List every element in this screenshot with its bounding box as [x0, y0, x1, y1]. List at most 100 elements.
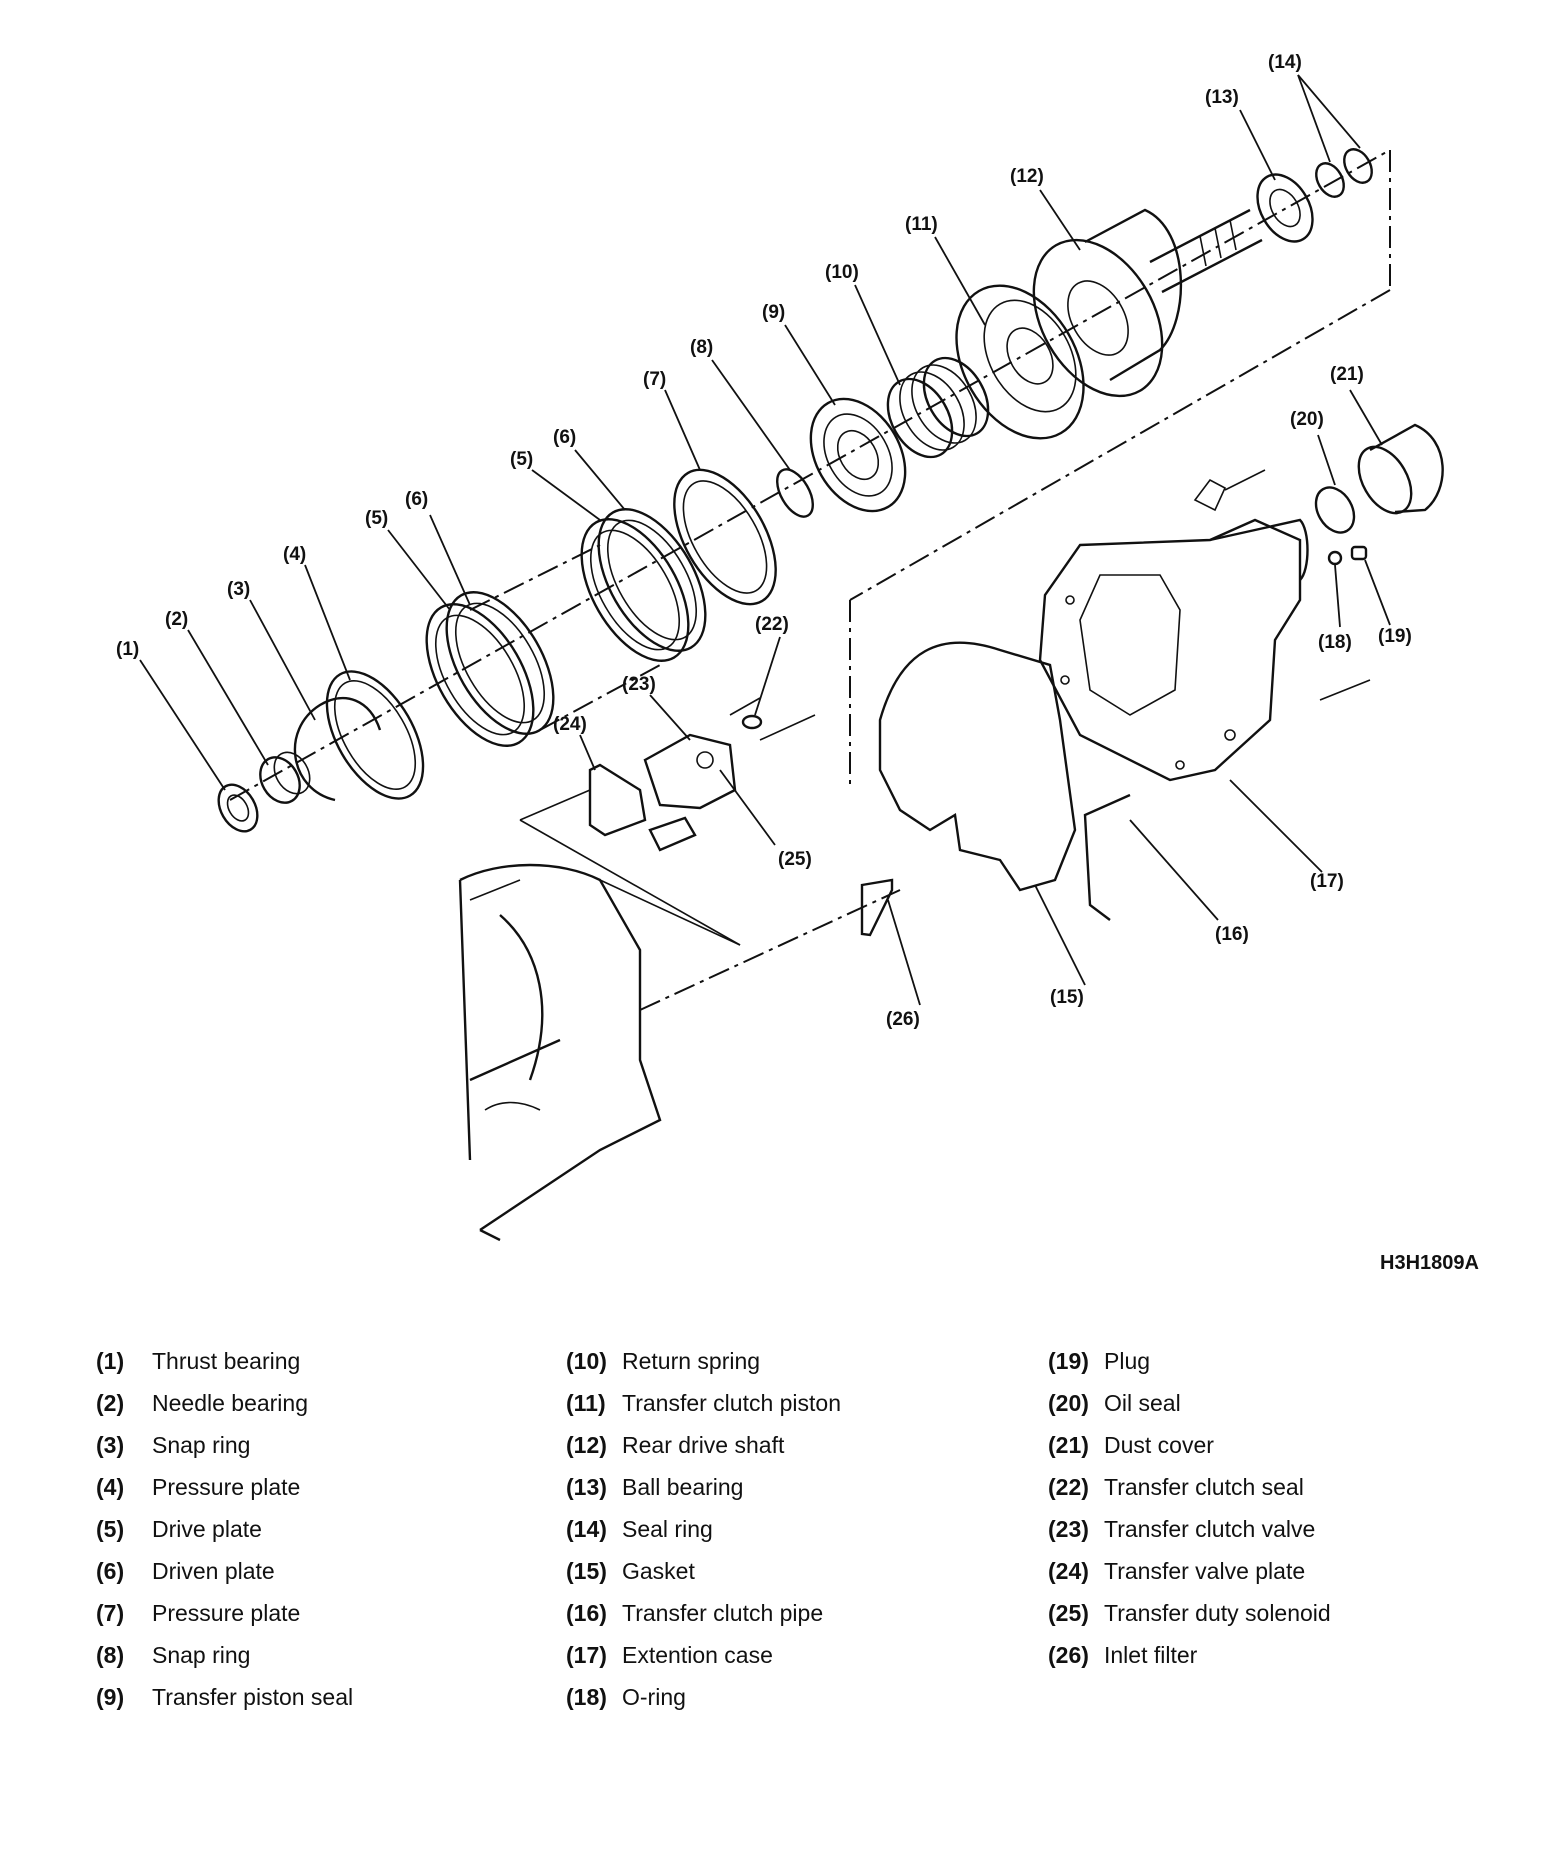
dust-cover [1357, 423, 1444, 515]
thrust-bearing [217, 783, 259, 833]
legend-item: (13)Ball bearing [566, 1474, 1036, 1516]
leader-lines [139, 74, 1391, 1006]
legend-item-number: (2) [96, 1390, 125, 1416]
transfer-duty-solenoid [648, 816, 697, 852]
legend-item-name: Inlet filter [1104, 1642, 1198, 1668]
valve-plate-leader-box [519, 789, 591, 821]
transfer-clutch-valve [643, 697, 816, 810]
legend-item: (2)Needle bearing [96, 1390, 566, 1432]
legend-item-name: Thrust bearing [152, 1348, 301, 1374]
legend-item-name: Oil seal [1104, 1390, 1181, 1416]
ball-bearing [1256, 173, 1314, 243]
callout-25: (25) [778, 849, 812, 870]
legend-item-name: Transfer valve plate [1104, 1558, 1306, 1584]
callout-6b: (6) [553, 427, 576, 448]
legend-item-name: Transfer duty solenoid [1104, 1600, 1331, 1626]
callout-24: (24) [553, 714, 587, 735]
legend-item: (8) Snap ring [96, 1642, 566, 1684]
legend-item-number: (26) [1048, 1642, 1089, 1668]
callout-17: (17) [1310, 871, 1344, 892]
legend-item-name: Gasket [622, 1558, 695, 1584]
legend-item: (11)Transfer clutch piston [566, 1390, 1036, 1432]
return-spring [886, 356, 990, 459]
legend-item-name: Pressure plate [152, 1600, 301, 1626]
transfer-valve-plate [588, 763, 647, 837]
legend-item-number: (12) [566, 1432, 607, 1458]
legend-item-number: (7) [96, 1600, 125, 1626]
legend-item-name: Rear drive shaft [622, 1432, 785, 1458]
callout-16: (16) [1215, 924, 1249, 945]
legend-item: (15)Gasket [566, 1558, 1036, 1600]
assembly-axis [229, 149, 1391, 801]
legend-item: (25) Transfer duty solenoid [1048, 1600, 1518, 1642]
callout-2: (2) [165, 609, 188, 630]
callout-11: (11) [905, 214, 938, 235]
callout-13: (13) [1205, 87, 1239, 108]
legend-item: (4) Pressure plate [96, 1474, 566, 1516]
legend-item-name: Snap ring [152, 1642, 251, 1668]
legend-item-number: (23) [1048, 1516, 1089, 1542]
legend-item-number: (14) [566, 1516, 607, 1542]
legend-item-number: (1) [96, 1348, 125, 1374]
parts-legend: (1) Thrust bearing (2)Needle bearing(3) Sna… [96, 1348, 1516, 1788]
legend-item-number: (24) [1048, 1558, 1089, 1584]
case-mount-line [849, 289, 1391, 601]
transmission-housing [458, 863, 662, 1242]
callout-10: (10) [825, 262, 859, 283]
legend-item-number: (20) [1048, 1390, 1089, 1416]
legend-item-number: (21) [1048, 1432, 1089, 1458]
pressure-plate-4 [325, 670, 425, 800]
legend-item-name: Ball bearing [622, 1474, 744, 1500]
callout-8: (8) [690, 337, 713, 358]
legend-item: (17) Extention case [566, 1642, 1036, 1684]
legend-item-name: Transfer clutch valve [1104, 1516, 1316, 1542]
legend-item: (26) Inlet filter [1048, 1642, 1518, 1684]
legend-item-name: Dust cover [1104, 1432, 1214, 1458]
seal-rings [1315, 148, 1373, 198]
legend-item-number: (9) [96, 1684, 125, 1710]
extension-case [1038, 469, 1371, 782]
legend-item-name: Transfer clutch pipe [622, 1600, 824, 1626]
clutch-plates-stack-1 [425, 544, 661, 747]
callout-5a: (5) [365, 508, 388, 529]
snap-ring-3 [293, 696, 382, 802]
legend-item-name: Return spring [622, 1348, 761, 1374]
legend-item-name: Plug [1104, 1348, 1151, 1374]
gasket [878, 641, 1077, 892]
callout-7: (7) [643, 369, 666, 390]
legend-item-number: (4) [96, 1474, 125, 1500]
callout-20: (20) [1290, 409, 1324, 430]
callout-5b: (5) [510, 449, 533, 470]
legend-item-name: Pressure plate [152, 1474, 301, 1500]
legend-item-number: (8) [96, 1642, 125, 1668]
legend-item: (3) Snap ring [96, 1432, 566, 1474]
legend-item: (9) Transfer piston seal [96, 1684, 566, 1726]
callout-26: (26) [886, 1009, 920, 1030]
legend-item: (20) Oil seal [1048, 1390, 1518, 1432]
callout-22: (22) [755, 614, 789, 635]
legend-item-number: (6) [96, 1558, 125, 1584]
legend-column-2: (10)Return spring(11)Transfer clutch pis… [566, 1348, 1036, 1726]
legend-item: (24) Transfer valve plate [1048, 1558, 1518, 1600]
legend-item-name: Transfer piston seal [152, 1684, 354, 1710]
plug [1350, 545, 1368, 561]
legend-item-number: (17) [566, 1642, 607, 1668]
legend-item: (16) Transfer clutch pipe [566, 1600, 1036, 1642]
legend-item: (10)Return spring [566, 1348, 1036, 1390]
legend-item: (7) Pressure plate [96, 1600, 566, 1642]
legend-item: (5)Drive plate [96, 1516, 566, 1558]
pressure-plate-7 [673, 468, 777, 606]
legend-item-number: (3) [96, 1432, 125, 1458]
callout-19: (19) [1378, 626, 1412, 647]
legend-item-name: Transfer clutch piston [622, 1390, 842, 1416]
legend-item-number: (18) [566, 1684, 607, 1710]
legend-item-name: O-ring [622, 1684, 686, 1710]
callout-12: (12) [1010, 166, 1044, 187]
oil-seal [1314, 486, 1356, 534]
legend-item-name: Snap ring [152, 1432, 251, 1458]
o-ring [1327, 550, 1343, 566]
legend-item-name: Extention case [622, 1642, 773, 1668]
legend-item-number: (16) [566, 1600, 607, 1626]
legend-item: (12) Rear drive shaft [566, 1432, 1036, 1474]
legend-item-number: (25) [1048, 1600, 1089, 1626]
